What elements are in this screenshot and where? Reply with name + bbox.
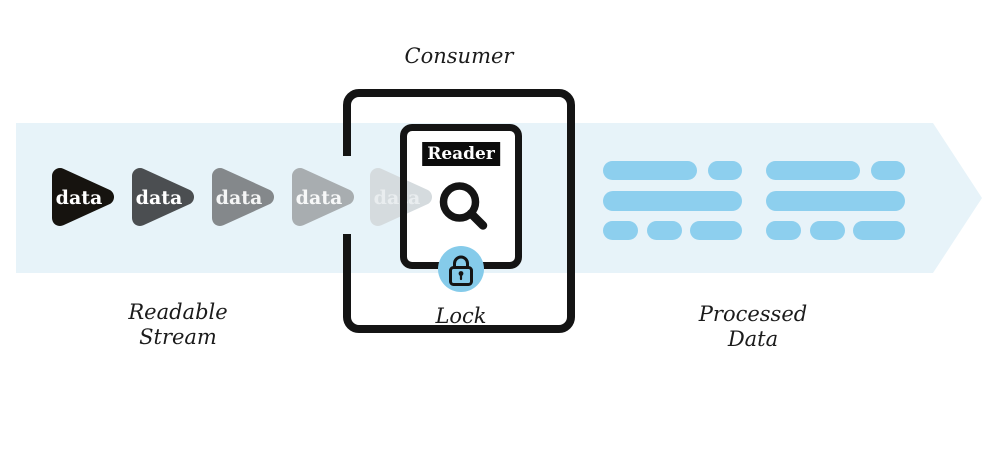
svg-text:data: data (56, 187, 103, 209)
svg-text:data: data (374, 187, 421, 209)
data-chunk: data (290, 165, 354, 229)
magnifier-icon (439, 182, 488, 230)
processed-chunk (690, 221, 742, 240)
processed-chunk (708, 161, 742, 180)
processed-chunk (766, 221, 801, 240)
processed-chunk (603, 221, 638, 240)
processed-chunk (603, 161, 697, 180)
svg-text:data: data (296, 187, 343, 209)
processed-chunk (603, 191, 742, 211)
processed-chunk (871, 161, 905, 180)
readable-stream-label: Readable Stream (128, 300, 228, 349)
svg-text:data: data (136, 187, 183, 209)
processed-chunk (647, 221, 682, 240)
lock-label: Lock (435, 304, 487, 328)
processed-chunk (766, 191, 905, 211)
svg-text:data: data (216, 187, 263, 209)
processed-chunk (810, 221, 845, 240)
consumer-label: Consumer (404, 44, 514, 68)
data-chunk: data (130, 165, 194, 229)
reader-title: Reader (422, 142, 500, 166)
data-chunk: data (50, 165, 114, 229)
processed-chunk (853, 221, 905, 240)
processed-chunk (766, 161, 860, 180)
padlock-icon (438, 246, 484, 292)
processed-data-label: Processed Data (698, 302, 808, 351)
data-chunk: data (210, 165, 274, 229)
